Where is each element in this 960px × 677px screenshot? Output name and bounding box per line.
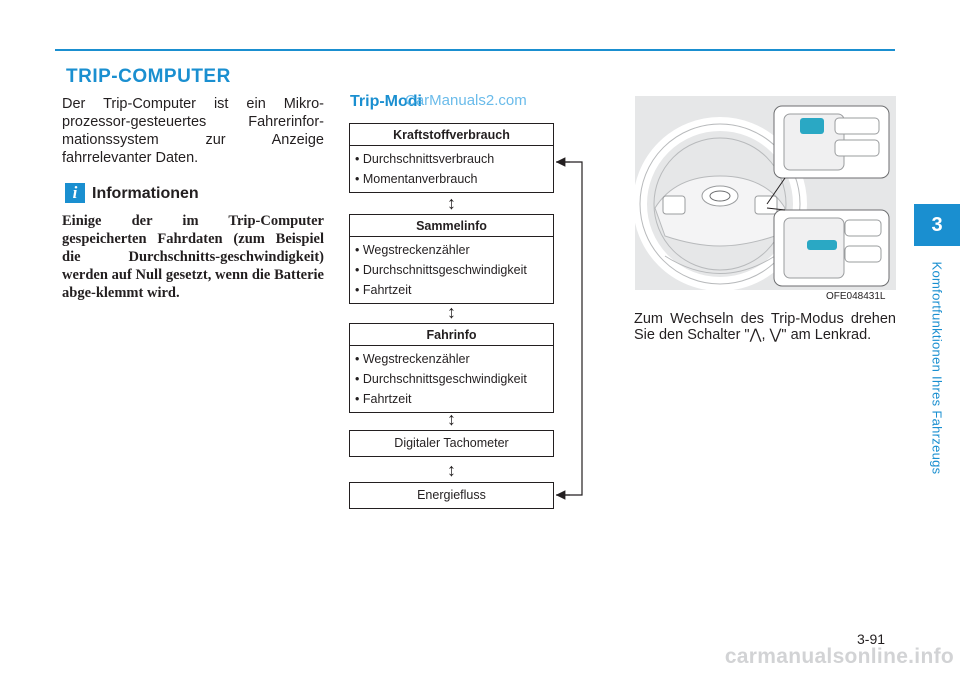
box-digital-speedometer: Digitaler Tachometer bbox=[349, 430, 554, 457]
box-accumulated-info: Sammelinfo Wegstreckenzähler Durchschnit… bbox=[349, 214, 554, 304]
trip-mode-title: Trip-Modi bbox=[350, 93, 422, 110]
info-title: Informationen bbox=[92, 185, 199, 202]
top-rule bbox=[55, 49, 895, 51]
up-down-arrow-icon: ↕ bbox=[447, 302, 456, 322]
intro-paragraph: Der Trip-Computer ist ein Mikro-prozesso… bbox=[62, 96, 324, 166]
box-header: Sammelinfo bbox=[350, 215, 553, 237]
list-item: Durchschnittsgeschwindigkeit bbox=[355, 369, 553, 389]
page-number: 3-91 bbox=[857, 631, 886, 647]
list-item: Durchschnittsverbrauch bbox=[355, 149, 553, 169]
up-down-arrow-icon: ↕ bbox=[447, 409, 456, 429]
footer-watermark[interactable]: carmanualsonline.info bbox=[724, 645, 954, 668]
list-item: Fahrtzeit bbox=[355, 280, 553, 300]
description-paragraph: Zum Wechseln des Trip-Modus drehen Sie d… bbox=[634, 311, 896, 343]
info-icon: i bbox=[65, 183, 85, 203]
steering-wheel-icon bbox=[635, 105, 890, 290]
chapter-number-tab: 3 bbox=[914, 204, 960, 246]
list-item: Momentanverbrauch bbox=[355, 169, 553, 189]
box-drive-info: Fahrinfo Wegstreckenzähler Durchschnitts… bbox=[349, 323, 554, 413]
box-header: Fahrinfo bbox=[350, 324, 553, 346]
section-title: TRIP-COMPUTER bbox=[66, 66, 231, 87]
box-energy-flow: Energiefluss bbox=[349, 482, 554, 509]
list-item: Wegstreckenzähler bbox=[355, 240, 553, 260]
watermark-carmanuals[interactable]: CarManuals2.com bbox=[405, 92, 527, 109]
figure-code: OFE048431L bbox=[826, 291, 886, 302]
info-body: Einige der im Trip-Computer gespeicherte… bbox=[62, 213, 324, 301]
list-item: Durchschnittsgeschwindigkeit bbox=[355, 260, 553, 280]
up-down-arrow-icon: ↕ bbox=[447, 460, 456, 480]
steering-wheel-figure bbox=[635, 96, 896, 290]
list-item: Fahrtzeit bbox=[355, 389, 553, 409]
list-item: Wegstreckenzähler bbox=[355, 349, 553, 369]
up-down-arrow-icon: ↕ bbox=[447, 193, 456, 213]
chapter-title-vertical: Komfortfunktionen Ihres Fahrzeugs bbox=[929, 261, 945, 475]
box-header: Kraftstoffverbrauch bbox=[350, 124, 553, 146]
box-fuel-consumption: Kraftstoffverbrauch Durchschnittsverbrau… bbox=[349, 123, 554, 193]
